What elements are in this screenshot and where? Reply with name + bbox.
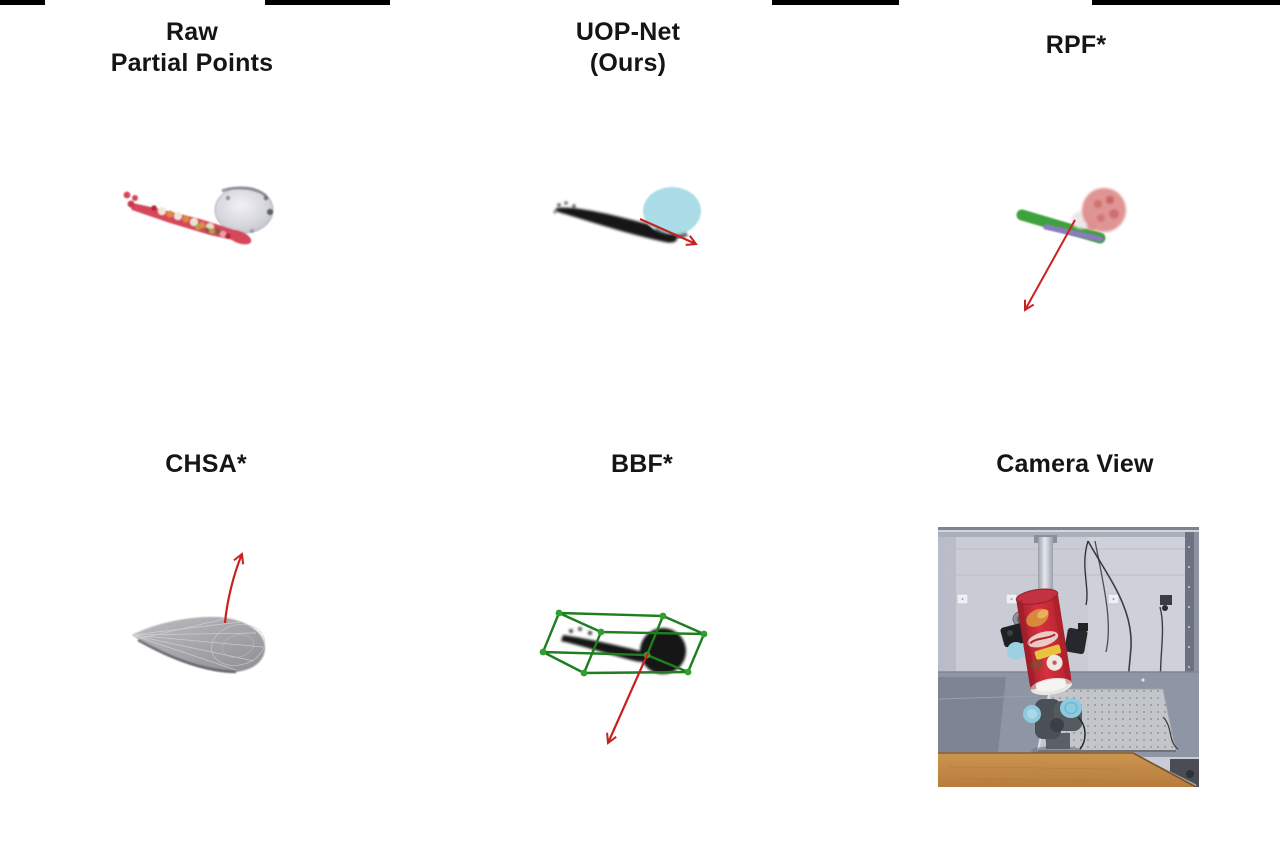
bbf-render bbox=[530, 595, 720, 760]
top-crop-bar bbox=[1092, 0, 1280, 5]
top-crop-bar bbox=[265, 0, 390, 5]
uop-placement-plane bbox=[643, 187, 701, 235]
wall-outlets bbox=[956, 593, 1172, 611]
panel-title-raw-partial-points: Raw Partial Points bbox=[62, 17, 322, 79]
camera-view-photo bbox=[938, 527, 1199, 787]
panel-title-uop-net: UOP-Net (Ours) bbox=[498, 17, 758, 79]
chsa-convex-hull bbox=[131, 616, 266, 674]
title-line: UOP-Net bbox=[575, 18, 681, 46]
robot-joint-cap bbox=[1060, 698, 1082, 718]
rpf-purple-segment bbox=[1043, 224, 1103, 242]
bbf-orientation-arrow bbox=[606, 652, 650, 745]
rpf-orientation-arrow bbox=[1024, 219, 1076, 312]
panel-title-camera-view: Camera View bbox=[996, 450, 1154, 478]
uop-cloud-under-plane bbox=[653, 228, 688, 239]
rpf-render bbox=[1000, 182, 1150, 327]
title-line: (Ours) bbox=[589, 49, 667, 77]
chip-can bbox=[1015, 588, 1073, 696]
raw-partial-points-render bbox=[110, 178, 300, 253]
title-line: Raw bbox=[165, 18, 218, 46]
chsa-render bbox=[118, 545, 283, 680]
title-line: Partial Points bbox=[110, 49, 274, 77]
ceiling-beam bbox=[938, 527, 1199, 532]
panel-title-bbf: BBF* bbox=[611, 450, 673, 478]
top-crop-bar bbox=[0, 0, 45, 5]
top-crop-bar bbox=[772, 0, 899, 5]
chsa-orientation-arrow bbox=[223, 552, 245, 624]
uop-orientation-arrow bbox=[639, 217, 698, 246]
raw-point-cloud bbox=[123, 186, 274, 245]
rpf-pink-lid bbox=[1082, 188, 1126, 232]
uop-net-render bbox=[545, 180, 715, 260]
panel-title-chsa: CHSA* bbox=[165, 450, 247, 478]
wrist-joint-cap bbox=[1007, 642, 1025, 660]
panel-title-rpf: RPF* bbox=[1045, 31, 1107, 59]
wooden-table-edge bbox=[938, 752, 1197, 787]
uop-point-cloud bbox=[553, 201, 678, 243]
robot-arm bbox=[1023, 698, 1086, 756]
